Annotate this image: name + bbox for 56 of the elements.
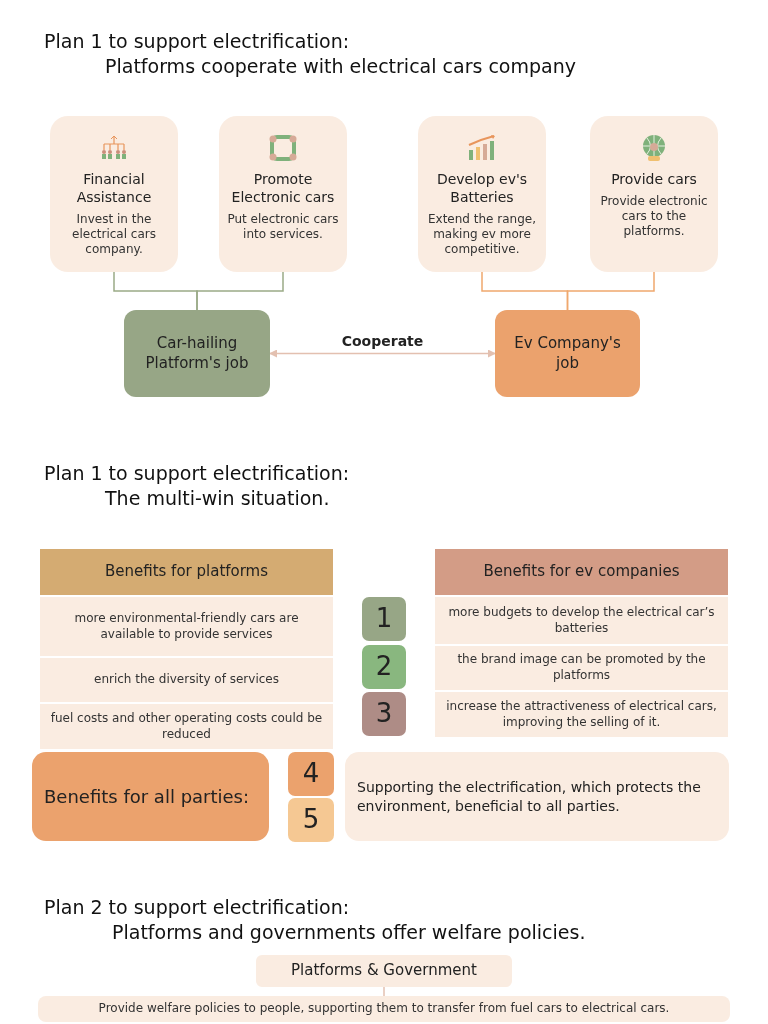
role-box — [495, 310, 640, 397]
node-text: 4 — [302, 757, 320, 791]
card-description: Put electronic cars into services. — [227, 212, 339, 243]
node-text: 3 — [375, 697, 393, 731]
task-card — [590, 116, 718, 272]
node-text: Ev Company's job — [513, 334, 622, 373]
card-title: Develop ev's Batteries — [435, 170, 529, 207]
node-text: the brand image can be promoted by the platforms — [456, 652, 707, 684]
number-badge — [288, 752, 334, 796]
benefit-row — [435, 597, 728, 644]
node-text: 2 — [375, 650, 393, 684]
benefit-row — [40, 658, 333, 702]
node-text: Platforms & Government — [291, 961, 477, 981]
node-text: increase the attractiveness of electrical cars, improving the selling of it. — [445, 698, 718, 731]
summary-box — [345, 752, 729, 841]
task-card — [50, 116, 178, 272]
node-text: 5 — [302, 803, 320, 837]
section-heading: Plan 2 to support electrification: — [44, 896, 350, 918]
benefit-row — [40, 704, 333, 749]
node-text: more environmental-friendly cars are available to provide services — [73, 610, 300, 643]
role-box — [124, 310, 270, 397]
section-heading: Platforms cooperate with electrical cars company — [105, 55, 576, 77]
summary-box — [32, 752, 269, 841]
card-description: Extend the range, making ev more competitive. — [427, 212, 537, 258]
card-description: Invest in the electrical cars company. — [71, 212, 157, 258]
card-title: Financial Assistance — [75, 170, 153, 207]
node-text: 1 — [375, 602, 393, 636]
section-heading: Platforms and governments offer welfare policies. — [112, 921, 586, 943]
number-badge — [288, 798, 334, 842]
card-title: Promote Electronic cars — [230, 170, 336, 207]
node-text: more budgets to develop the electrical car’s batteries — [447, 604, 716, 637]
benefit-row — [40, 597, 333, 656]
task-card — [219, 116, 347, 272]
node-text: Benefits for all parties: — [44, 784, 250, 809]
number-badge — [362, 645, 406, 689]
node-text: Car-hailing Platform's job — [144, 334, 250, 373]
task-card — [418, 116, 546, 272]
actor-box — [256, 955, 512, 987]
node-text: Supporting the electrification, which protects the environment, beneficial to all parties. — [357, 778, 702, 815]
section-heading: The multi-win situation. — [105, 487, 330, 509]
node-text: Benefits for ev companies — [483, 562, 680, 582]
section-heading: Plan 1 to support electrification: — [44, 30, 350, 52]
card-title: Provide cars — [611, 170, 697, 189]
number-badge — [362, 692, 406, 736]
node-text: enrich the diversity of services — [94, 672, 279, 688]
section-heading: Plan 1 to support electrification: — [44, 462, 350, 484]
card-description: Provide electronic cars to the platforms. — [599, 194, 709, 240]
node-text: Provide welfare policies to people, supporting them to transfer from fuel cars to electrical cars. — [98, 1001, 670, 1017]
table-header — [435, 549, 728, 595]
node-text: fuel costs and other operating costs could be reduced — [49, 710, 324, 743]
policy-band — [38, 996, 730, 1022]
benefit-row — [435, 646, 728, 690]
number-badge — [362, 597, 406, 641]
table-header — [40, 549, 333, 595]
benefit-row — [435, 692, 728, 737]
node-text: Benefits for platforms — [104, 562, 269, 582]
